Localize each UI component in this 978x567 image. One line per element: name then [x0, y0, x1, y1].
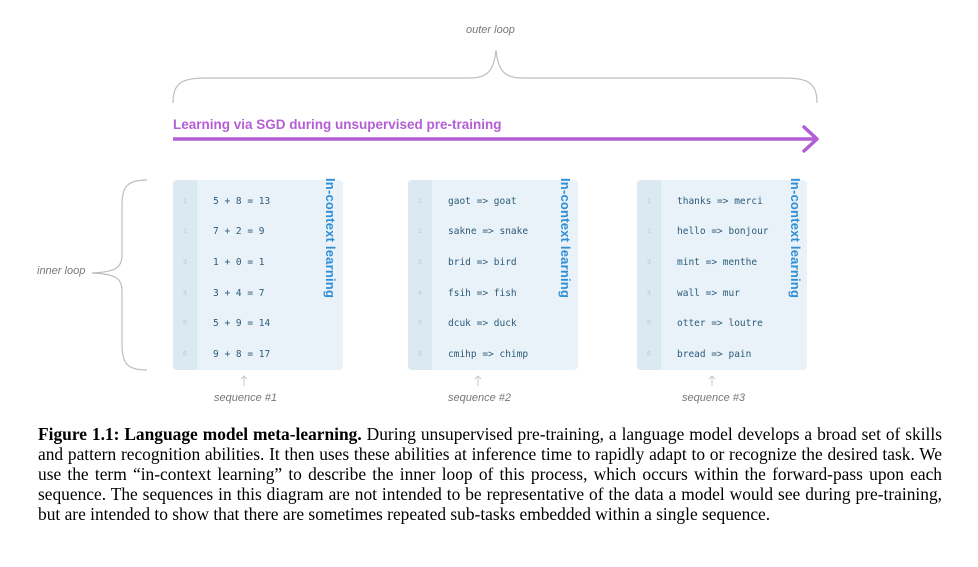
line-text: hello => bonjour [677, 226, 769, 237]
line-number: 2 [646, 228, 652, 236]
line-number: 4 [646, 290, 652, 298]
outer-loop-label: outer loop [466, 24, 515, 36]
sequence-line: 5 5 + 9 = 14 [173, 314, 343, 334]
line-text: 5 + 8 = 13 [213, 196, 271, 207]
line-number: 6 [646, 351, 652, 359]
line-number: 5 [182, 320, 188, 328]
line-number: 1 [417, 198, 423, 206]
line-number-gutter [173, 180, 197, 370]
line-number: 5 [417, 320, 423, 328]
sequence-line: 5 dcuk => duck [408, 314, 578, 334]
sequence-line: 2 hello => bonjour [637, 222, 807, 242]
sequence-panel-2: 1 gaot => goat 2 sakne => snake 3 brid => b… [408, 180, 578, 370]
sequence-line: 1 gaot => goat [408, 192, 578, 212]
line-number: 3 [646, 259, 652, 267]
line-number: 1 [182, 198, 188, 206]
sequence-line: 4 fsih => fish [408, 284, 578, 304]
sequence-line: 6 9 + 8 = 17 [173, 345, 343, 365]
line-number: 2 [417, 228, 423, 236]
in-context-label-1: In-context learning [323, 178, 338, 299]
line-text: cmihp => chimp [448, 349, 529, 360]
sgd-arrow-head [802, 125, 819, 153]
outer-loop-brace [172, 49, 818, 104]
sgd-label: Learning via SGD during unsupervised pre… [173, 117, 502, 132]
line-number: 3 [417, 259, 423, 267]
line-text: fsih => fish [448, 288, 517, 299]
line-text: 3 + 4 = 7 [213, 288, 265, 299]
in-context-label-2: In-context learning [558, 178, 573, 299]
figure-diagram: outer loop inner loop Learning via SGD d… [37, 24, 819, 404]
sequence-line: 4 3 + 4 = 7 [173, 284, 343, 304]
line-text: 5 + 9 = 14 [213, 318, 271, 329]
line-number: 5 [646, 320, 652, 328]
sequence-line: 2 7 + 2 = 9 [173, 222, 343, 242]
line-text: wall => mur [677, 288, 740, 299]
inner-loop-label: inner loop [37, 265, 86, 277]
line-text: brid => bird [448, 257, 517, 268]
line-number: 6 [417, 351, 423, 359]
sequence-line: 6 cmihp => chimp [408, 345, 578, 365]
line-text: otter => loutre [677, 318, 763, 329]
line-text: thanks => merci [677, 196, 763, 207]
sequence-label-1: sequence #1 [214, 392, 277, 404]
sequence-line: 6 bread => pain [637, 345, 807, 365]
inner-loop-brace [91, 179, 148, 371]
up-arrow-1 [240, 375, 248, 386]
line-number: 2 [182, 228, 188, 236]
sequence-panel-1: 1 5 + 8 = 13 2 7 + 2 = 9 3 1 + 0 = 1 4 3 + 4… [173, 180, 343, 370]
sequence-line: 3 brid => bird [408, 253, 578, 273]
sequence-line: 3 mint => menthe [637, 253, 807, 273]
line-text: 1 + 0 = 1 [213, 257, 265, 268]
line-number: 4 [182, 290, 188, 298]
sequence-panel-3: 1 thanks => merci 2 hello => bonjour 3 mint… [637, 180, 807, 370]
up-arrow-3 [708, 375, 716, 386]
caption-title: Figure 1.1: Language model meta-learning… [38, 424, 362, 444]
line-number: 3 [182, 259, 188, 267]
line-text: 7 + 2 = 9 [213, 226, 265, 237]
in-context-label-3: In-context learning [788, 178, 803, 299]
sequence-label-2: sequence #2 [448, 392, 511, 404]
sequence-line: 2 sakne => snake [408, 222, 578, 242]
line-text: mint => menthe [677, 257, 758, 268]
up-arrow-2 [474, 375, 482, 386]
line-text: 9 + 8 = 17 [213, 349, 271, 360]
sequence-label-3: sequence #3 [682, 392, 745, 404]
sequence-line: 4 wall => mur [637, 284, 807, 304]
line-number: 1 [646, 198, 652, 206]
figure-caption: Figure 1.1: Language model meta-learning… [38, 424, 942, 524]
line-text: sakne => snake [448, 226, 529, 237]
line-text: bread => pain [677, 349, 752, 360]
sequence-line: 1 5 + 8 = 13 [173, 192, 343, 212]
line-number: 6 [182, 351, 188, 359]
sequence-line: 5 otter => loutre [637, 314, 807, 334]
line-number-gutter [408, 180, 432, 370]
line-text: gaot => goat [448, 196, 517, 207]
sequence-line: 3 1 + 0 = 1 [173, 253, 343, 273]
line-number: 4 [417, 290, 423, 298]
sequence-line: 1 thanks => merci [637, 192, 807, 212]
caption-body: During unsupervised pre-training, a lang… [38, 424, 942, 524]
line-number-gutter [637, 180, 661, 370]
line-text: dcuk => duck [448, 318, 517, 329]
